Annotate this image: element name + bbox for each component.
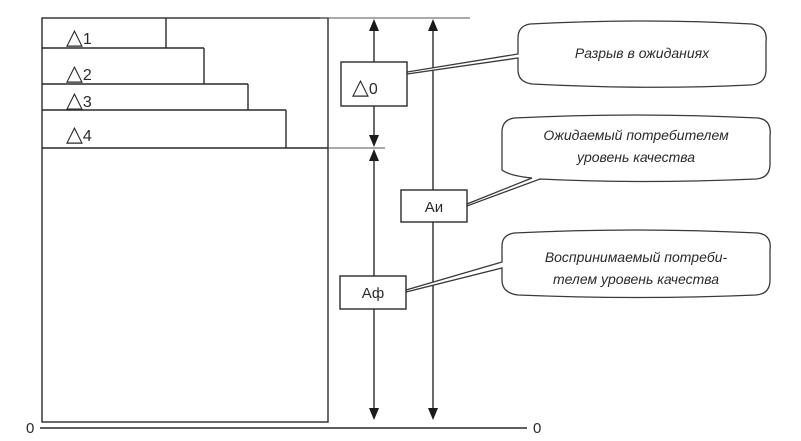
callout-perceived: Воспринимаемый потреби- телем уровень ка… bbox=[405, 229, 771, 299]
baseline-left-zero: 0 bbox=[26, 420, 34, 437]
callout-expected: Ожидаемый потребителем уровень качества bbox=[466, 114, 771, 207]
expected-box-label: Аи bbox=[425, 199, 443, 216]
level-3-label: △3 bbox=[66, 87, 92, 112]
expected-box: Аи bbox=[400, 189, 468, 223]
gap-box: △0 bbox=[340, 61, 408, 107]
main-rectangle bbox=[41, 17, 329, 423]
gap-box-label: △0 bbox=[352, 74, 378, 99]
callout-perceived-line-1: Воспринимаемый потреби- bbox=[545, 249, 728, 265]
arrow-down-icon bbox=[428, 408, 438, 420]
callout-expected-line-1: Ожидаемый потребителем bbox=[543, 127, 729, 143]
level-steps bbox=[42, 18, 385, 149]
perceived-box: Аф bbox=[339, 275, 407, 310]
callout-expected-line-2: уровень качества bbox=[576, 149, 695, 165]
arrow-up-icon bbox=[369, 19, 379, 31]
arrow-up-icon bbox=[428, 19, 438, 31]
arrow-down-icon bbox=[369, 408, 379, 420]
baseline-right-zero: 0 bbox=[533, 420, 541, 437]
level-2-label: △2 bbox=[66, 60, 92, 85]
level-1-label: △1 bbox=[66, 24, 92, 49]
callout-gap: Разрыв в ожиданиях bbox=[406, 20, 767, 88]
arrow-down-icon bbox=[369, 135, 379, 147]
callout-perceived-line-2: телем уровень качества bbox=[553, 271, 719, 287]
arrow-up-icon bbox=[369, 149, 379, 161]
level-4-label: △4 bbox=[66, 121, 92, 146]
perceived-box-label: Аф bbox=[362, 285, 385, 302]
callout-gap-text: Разрыв в ожиданиях bbox=[575, 45, 710, 61]
